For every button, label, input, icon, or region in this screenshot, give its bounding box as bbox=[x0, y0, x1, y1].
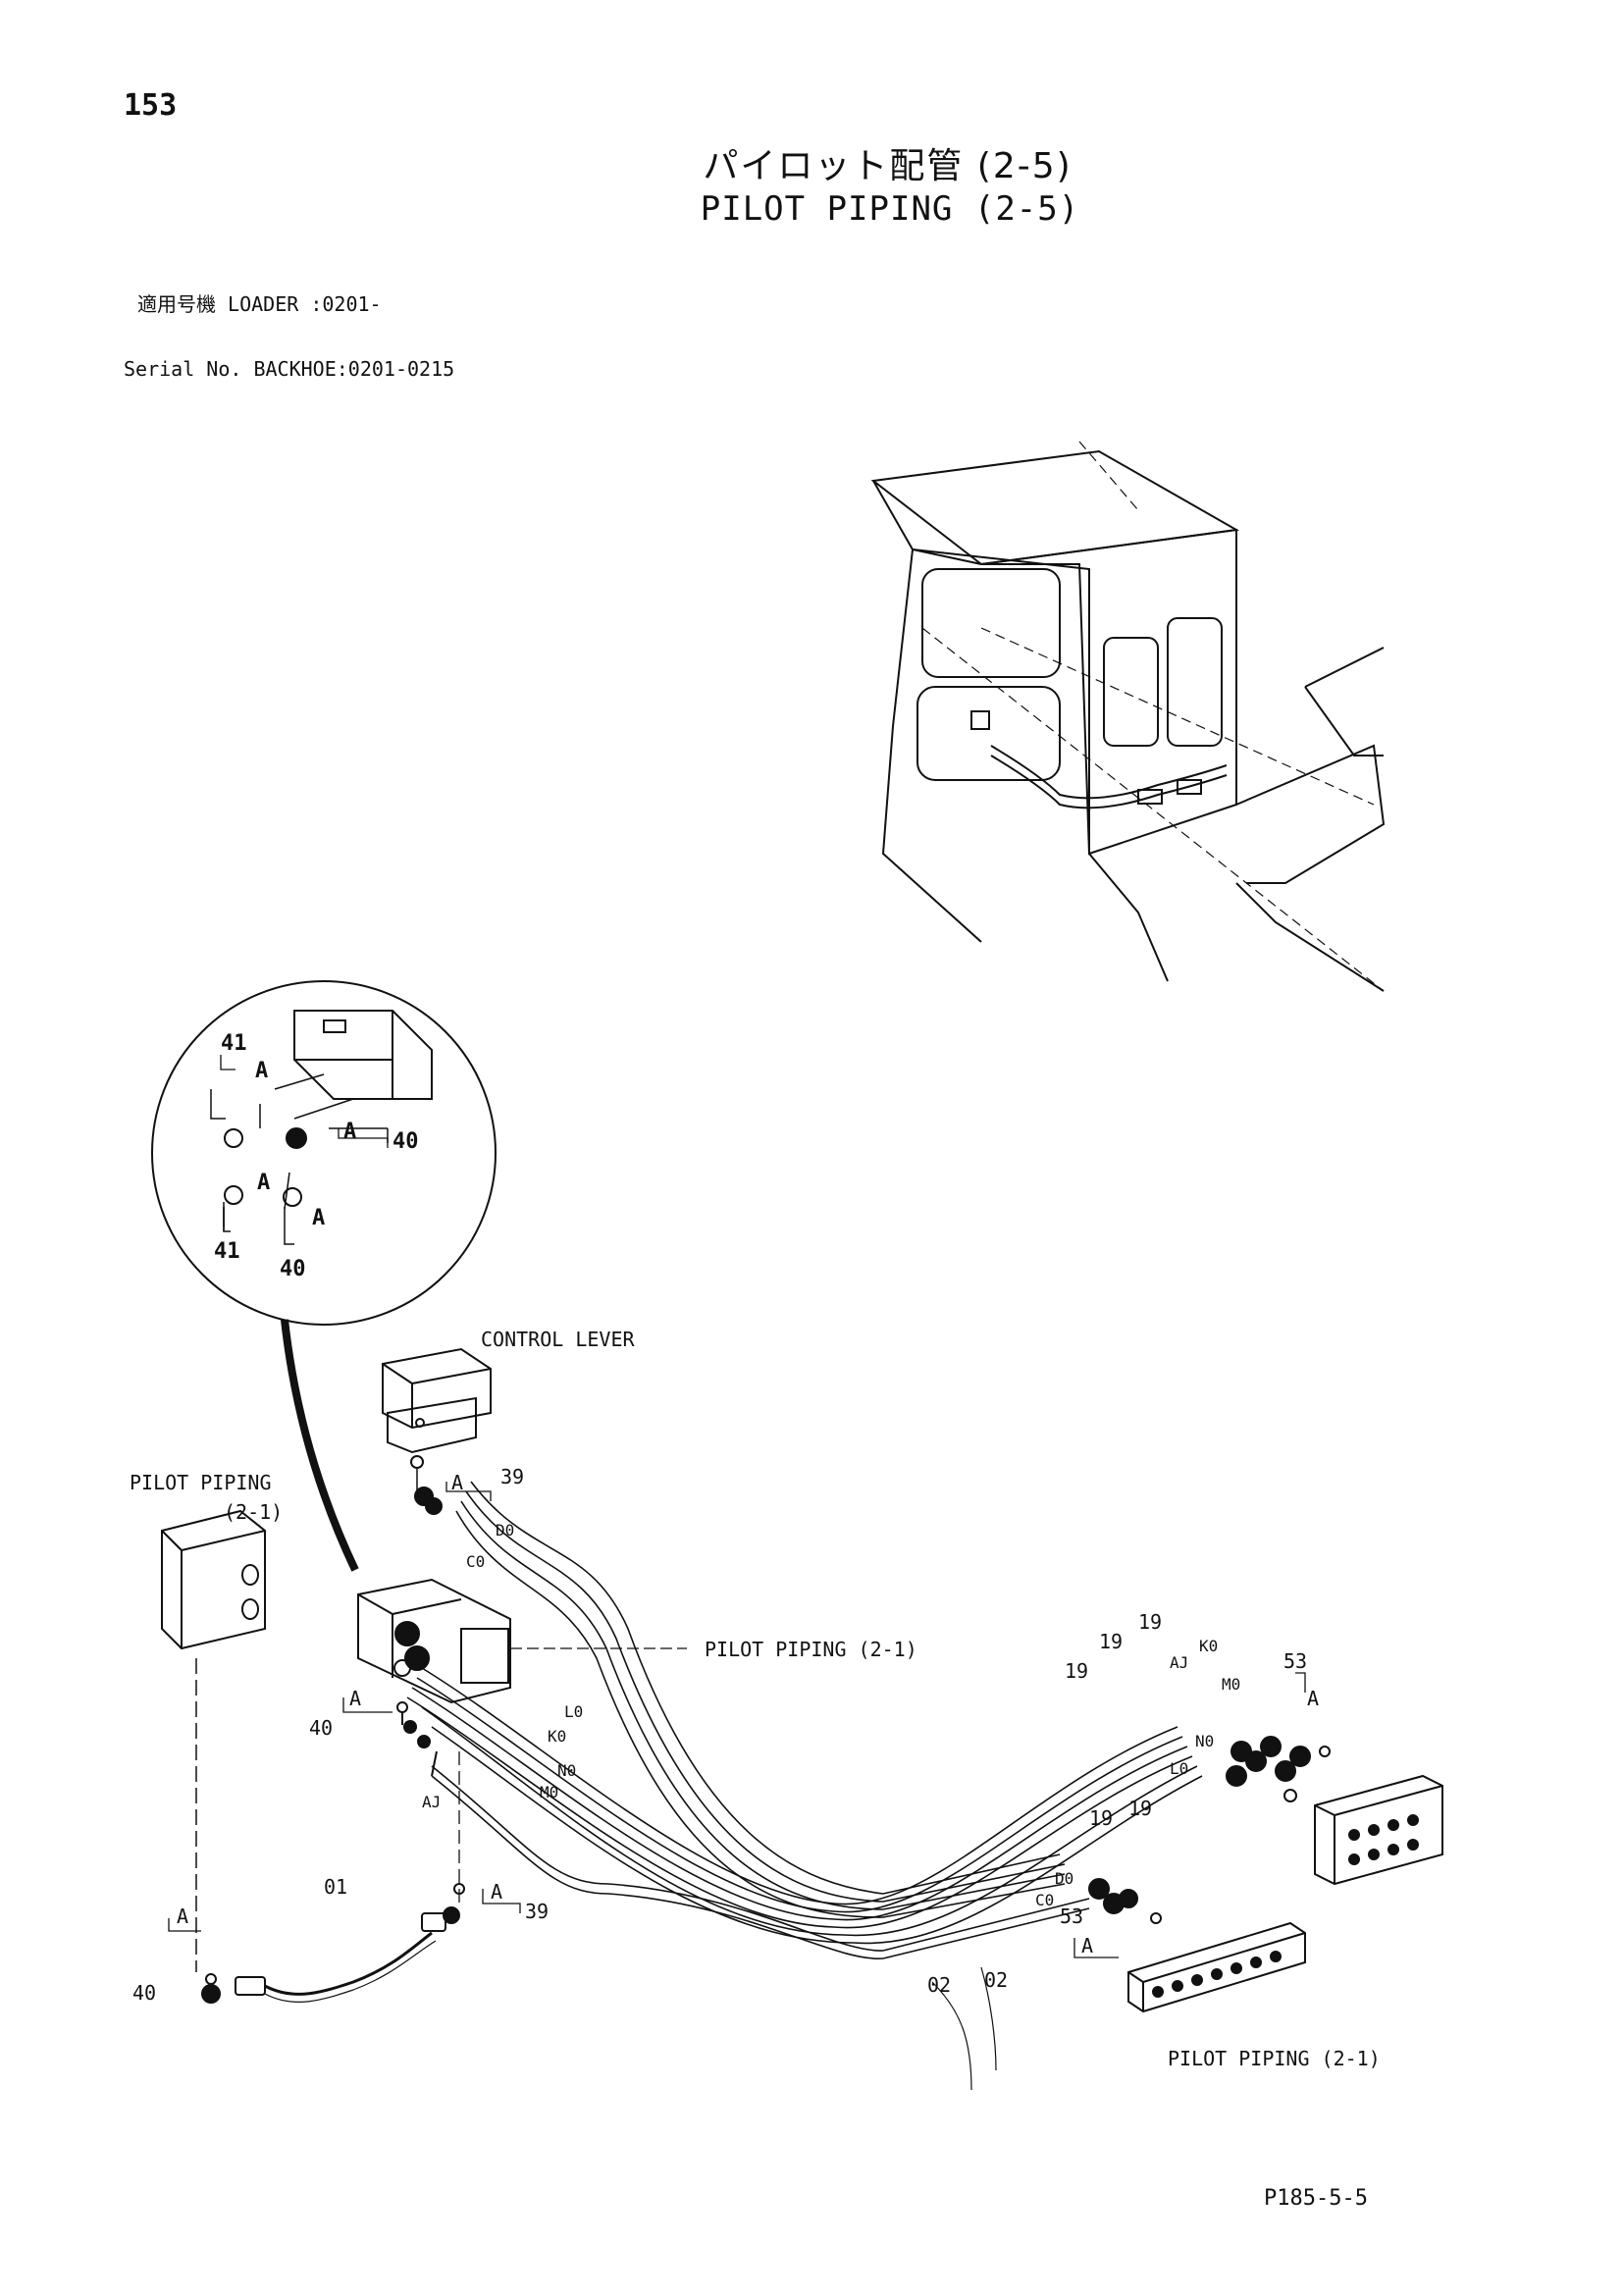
label-53-upper: 53 bbox=[1283, 1649, 1307, 1673]
label-40-bottom-left: 40 bbox=[132, 1981, 156, 2005]
port-m0-right: M0 bbox=[1222, 1675, 1240, 1694]
label-01: 01 bbox=[324, 1875, 347, 1899]
detail-leader bbox=[281, 1319, 359, 1572]
label-39-bottom: 39 bbox=[525, 1900, 549, 1923]
reference-brackets bbox=[168, 1055, 1306, 1958]
left-pilot-block bbox=[161, 1509, 266, 1985]
port-d0-lower: D0 bbox=[1055, 1869, 1073, 1888]
diagram-labels: 41 A A 40 A A 41 40 CONTROL LEVER A 39 D… bbox=[130, 1031, 1381, 2070]
label-a-lever: A bbox=[451, 1471, 463, 1494]
label-a-lower: A bbox=[1081, 1934, 1093, 1957]
label-a-upper: A bbox=[1307, 1687, 1319, 1710]
label-19-d: 19 bbox=[1089, 1806, 1113, 1830]
label-41-top: 41 bbox=[221, 1031, 247, 1056]
label-40-circle-right: 40 bbox=[393, 1129, 419, 1154]
title-japanese: パイロット配管 (2-5) bbox=[703, 146, 1073, 186]
detail-circle bbox=[151, 980, 497, 1326]
label-41-bottom: 41 bbox=[214, 1239, 240, 1264]
bottom-pilot-label: PILOT PIPING (2-1) bbox=[1168, 2047, 1381, 2070]
serial-label-en: Serial No. bbox=[124, 357, 242, 381]
bottom-left-fittings bbox=[201, 1701, 465, 2004]
cab-illustration bbox=[870, 441, 1386, 992]
label-39-lever: 39 bbox=[500, 1465, 524, 1488]
serial-info: 適用号機 LOADER :0201- Serial No. BACKHOE:02… bbox=[124, 250, 454, 401]
label-a-bottom-left: A bbox=[177, 1905, 188, 1928]
label-a-circle-mid: A bbox=[343, 1120, 356, 1144]
label-02-right: 02 bbox=[984, 1968, 1008, 1992]
label-a-circle-low: A bbox=[312, 1206, 325, 1230]
label-a-39-bottom: A bbox=[491, 1880, 502, 1904]
central-valve-block bbox=[357, 1578, 687, 1704]
port-m0-left: M0 bbox=[540, 1783, 558, 1801]
label-19-e: 19 bbox=[1128, 1797, 1152, 1820]
label-40-left-mid: 40 bbox=[309, 1716, 333, 1740]
label-a-circle-left: A bbox=[257, 1171, 270, 1195]
left-pilot-label-1: PILOT PIPING bbox=[130, 1471, 272, 1494]
document-code: P185-5-5 bbox=[1264, 2186, 1368, 2211]
port-c0-lower: C0 bbox=[1035, 1891, 1054, 1909]
label-53-lower: 53 bbox=[1060, 1905, 1083, 1928]
left-pilot-label-2: (2-1) bbox=[224, 1500, 283, 1524]
port-l0-left: L0 bbox=[564, 1702, 583, 1721]
hose-bundle bbox=[406, 1481, 1203, 2091]
label-19-a: 19 bbox=[1065, 1659, 1088, 1683]
page-number: 153 bbox=[124, 88, 178, 123]
label-a-left-mid: A bbox=[349, 1687, 361, 1710]
label-19-c: 19 bbox=[1138, 1610, 1162, 1634]
label-40-bottom: 40 bbox=[280, 1257, 306, 1281]
control-lever-label: CONTROL LEVER bbox=[481, 1328, 635, 1351]
port-aj-left: AJ bbox=[422, 1793, 441, 1811]
label-02-left: 02 bbox=[927, 1973, 951, 1997]
port-k0-left: K0 bbox=[548, 1727, 566, 1746]
right-valve-block-upper bbox=[1226, 1736, 1443, 1886]
label-a-circle-top: A bbox=[255, 1059, 268, 1083]
port-d0-upper: D0 bbox=[496, 1521, 514, 1539]
port-n0-left: N0 bbox=[557, 1761, 576, 1780]
mid-pilot-label: PILOT PIPING (2-1) bbox=[705, 1638, 917, 1661]
port-k0-right: K0 bbox=[1199, 1637, 1218, 1655]
port-n0-right: N0 bbox=[1195, 1732, 1214, 1750]
label-19-b: 19 bbox=[1099, 1630, 1123, 1653]
serial-backhoe: BACKHOE:0201-0215 bbox=[253, 357, 455, 381]
port-c0-upper: C0 bbox=[466, 1552, 485, 1571]
serial-loader: LOADER :0201- bbox=[228, 292, 382, 316]
right-valve-block-lower bbox=[1088, 1878, 1306, 2013]
title-english: PILOT PIPING (2-5) bbox=[700, 189, 1080, 229]
serial-label-jp: 適用号機 bbox=[137, 292, 216, 316]
port-aj-right: AJ bbox=[1170, 1653, 1188, 1672]
port-l0-right: L0 bbox=[1170, 1759, 1188, 1778]
control-lever-block bbox=[382, 1347, 492, 1515]
